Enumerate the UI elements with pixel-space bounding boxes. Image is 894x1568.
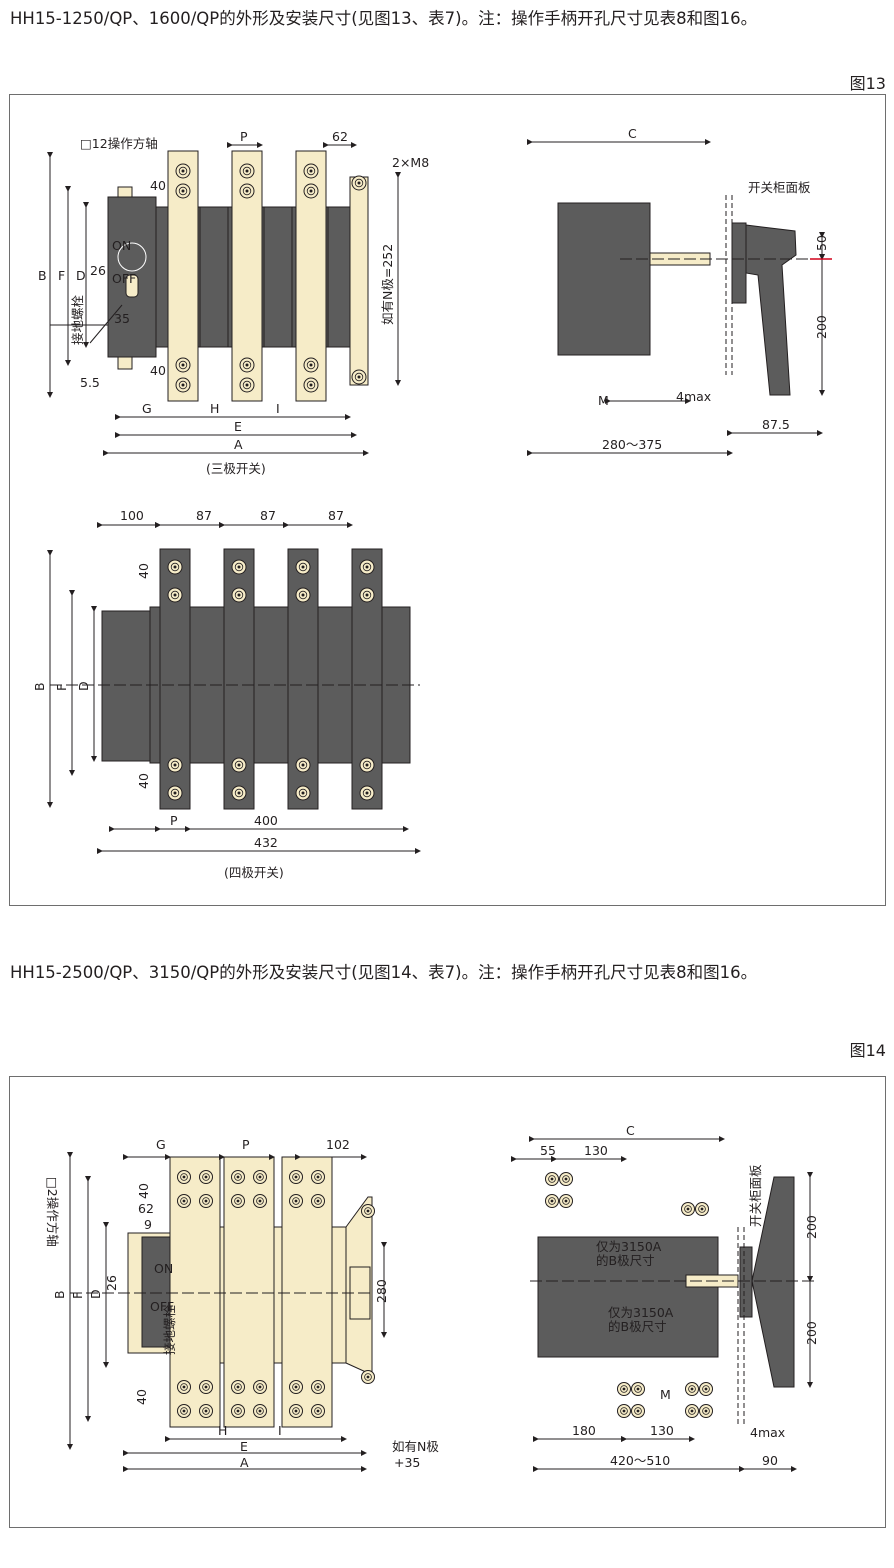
label-h: H (210, 401, 219, 416)
b-label-40: 40 (136, 1183, 151, 1199)
b-label-280: 280 (374, 1279, 389, 1303)
b-label-a: A (240, 1455, 249, 1470)
b-label-102: 102 (326, 1137, 350, 1152)
side-label-range: 280～375 (602, 437, 662, 452)
side-label-m: M (598, 393, 609, 408)
fp-label-p: P (170, 813, 178, 828)
b-label-shaft: □2操作方轴 (45, 1177, 60, 1247)
figure13-frame: □12操作方轴 P 62 2×M8 40 40 ON OFF 26 B F D … (9, 94, 886, 906)
figure13-drawing: □12操作方轴 P 62 2×M8 40 40 ON OFF 26 B F D … (32, 126, 832, 880)
side-label-200: 200 (814, 315, 829, 339)
b-label-9: 9 (144, 1217, 152, 1232)
label-55: 5.5 (80, 375, 100, 390)
label-40b: 40 (150, 363, 166, 378)
side-label-c: C (628, 126, 637, 141)
bs-label-4max: 4max (750, 1425, 785, 1440)
figure14-drawing: G P 102 40 62 9 □2操作方轴 26 B F D ON OFF 接… (45, 1123, 819, 1472)
label-n252: 如有N极=252 (380, 244, 395, 325)
fp-label-40b: 40 (136, 773, 151, 789)
bs-label-55: 55 (540, 1143, 556, 1158)
b-label-62: 62 (138, 1201, 154, 1216)
bs-label-panel: 开关柜面板 (748, 1164, 763, 1227)
fp-label-40a: 40 (136, 563, 151, 579)
bs-label-range: 420～510 (610, 1453, 670, 1468)
large-three-pole-top-view (67, 1152, 387, 1472)
b-label-f: F (70, 1292, 85, 1299)
b-label-i: I (278, 1423, 282, 1438)
label-p: P (240, 129, 248, 144)
label-ground: 接地螺栓 (70, 294, 85, 345)
label-g: G (142, 401, 152, 416)
bs-label-only2: 仅为3150A (608, 1305, 674, 1320)
label-26: 26 (90, 263, 106, 278)
caption-four-pole: (四极开关) (224, 865, 284, 880)
figure14-label: 图14 (849, 1041, 886, 1060)
figure14-frame: G P 102 40 62 9 □2操作方轴 26 B F D ON OFF 接… (9, 1076, 886, 1528)
fp-label-87c: 87 (328, 508, 344, 523)
bs-label-180: 180 (572, 1423, 596, 1438)
side-label-panel: 开关柜面板 (748, 180, 811, 195)
label-b: B (38, 268, 47, 283)
fp-label-87a: 87 (196, 508, 212, 523)
three-pole-side-view (527, 139, 825, 456)
b-label-n35: 如有N极 (392, 1439, 439, 1454)
label-d: D (76, 268, 86, 283)
fp-label-100: 100 (120, 508, 144, 523)
four-pole-view (47, 522, 421, 854)
label-i: I (276, 401, 280, 416)
side-label-875: 87.5 (762, 417, 790, 432)
bs-label-130a: 130 (584, 1143, 608, 1158)
bs-label-200b: 200 (804, 1321, 819, 1345)
b-label-40b: 40 (134, 1389, 149, 1405)
caption-three-pole: (三极开关) (206, 461, 266, 476)
b-label-g: G (156, 1137, 166, 1152)
label-40a: 40 (150, 178, 166, 193)
section2-text: HH15-2500/QP、3150/QP的外形及安装尺寸(见图14、表7)。注：… (10, 963, 758, 982)
b-label-off: OFF (150, 1299, 174, 1314)
b-label-e: E (240, 1439, 248, 1454)
side-label-50: 50 (814, 235, 829, 251)
label-e: E (234, 419, 242, 434)
b-label-on: ON (154, 1261, 173, 1276)
label-shaft: □12操作方轴 (80, 136, 158, 151)
b-label-b: B (52, 1290, 67, 1299)
label-on: ON (112, 238, 131, 253)
figure13-label: 图13 (849, 74, 886, 93)
bs-label-90: 90 (762, 1453, 778, 1468)
side-label-4max: 4max (676, 389, 711, 404)
label-f: F (58, 268, 65, 283)
fp-label-f: F (54, 684, 69, 691)
label-35: 35 (114, 311, 130, 326)
bs-label-only1: 仅为3150A (596, 1239, 662, 1254)
bs-label-only1b: 的B极尺寸 (596, 1253, 655, 1268)
bs-label-only2b: 的B极尺寸 (608, 1319, 667, 1334)
bs-label-130b: 130 (650, 1423, 674, 1438)
label-off: OFF (112, 271, 136, 286)
bs-label-c: C (626, 1123, 635, 1138)
label-a: A (234, 437, 243, 452)
label-62: 62 (332, 129, 348, 144)
b-label-d: D (88, 1289, 103, 1299)
label-m8: 2×M8 (392, 155, 429, 170)
bs-label-200a: 200 (804, 1215, 819, 1239)
b-label-p: P (242, 1137, 250, 1152)
b-label-h: H (218, 1423, 227, 1438)
fp-label-432: 432 (254, 835, 278, 850)
bs-label-m: M (660, 1387, 671, 1402)
fp-label-d: D (76, 681, 91, 691)
three-pole-top-view (47, 142, 401, 456)
fp-label-400: 400 (254, 813, 278, 828)
b-label-ground: 接地螺栓 (162, 1304, 177, 1355)
fp-label-87b: 87 (260, 508, 276, 523)
b-label-26: 26 (104, 1275, 119, 1291)
large-three-pole-side-view (511, 1136, 818, 1472)
section1-text: HH15-1250/QP、1600/QP的外形及安装尺寸(见图13、表7)。注：… (10, 9, 758, 28)
fp-label-b: B (32, 682, 47, 691)
b-label-n35b: +35 (394, 1455, 420, 1470)
